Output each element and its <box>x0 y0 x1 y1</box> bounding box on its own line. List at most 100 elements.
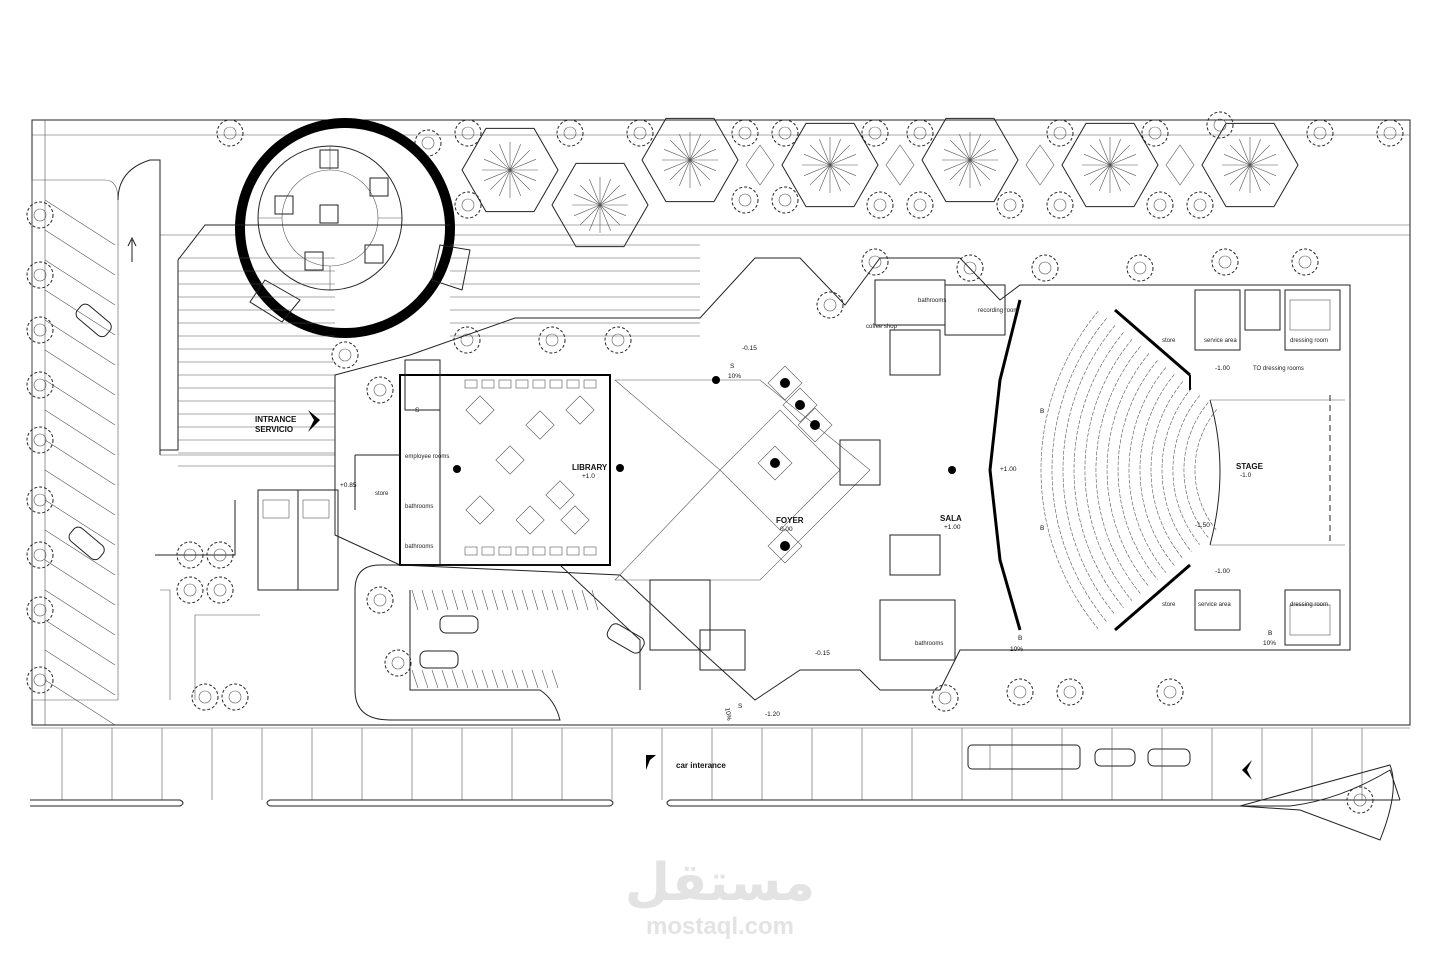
fountain-ray <box>1249 164 1277 176</box>
garden-diamond <box>885 144 915 186</box>
lounge-table <box>782 387 818 423</box>
parking-bay-line <box>44 649 116 696</box>
tree <box>1046 119 1074 147</box>
fountain-ray <box>1249 164 1271 186</box>
fountain-ray <box>1229 164 1251 186</box>
sala-row-level: +1.00 <box>1000 466 1017 473</box>
tree-core <box>1153 198 1167 212</box>
library-label: LIBRARY <box>572 463 608 472</box>
driveway <box>117 159 450 700</box>
tree-core <box>545 333 559 347</box>
tree <box>1206 111 1234 139</box>
fountain-ray <box>829 164 857 176</box>
fountain-ray <box>1109 144 1131 166</box>
tree-core <box>913 126 927 140</box>
stage-pit-level: -1.50 <box>1195 522 1210 529</box>
coffee-shop-label: coffee shop <box>866 324 898 330</box>
parking-bay-line <box>491 589 499 611</box>
sala-label: SALA <box>940 514 962 523</box>
tree-core <box>183 583 197 597</box>
tree-core <box>1383 126 1397 140</box>
fountain-ray <box>509 169 521 197</box>
fountain-ray <box>1089 164 1111 186</box>
garden-hexagon <box>1061 122 1159 208</box>
fountain-ray <box>1249 154 1277 166</box>
tree-core <box>461 198 475 212</box>
reading-table <box>465 495 495 525</box>
parking-bay-line <box>44 199 116 246</box>
bottom-right-level: -1.00 <box>1215 568 1230 575</box>
tree-core <box>228 690 242 704</box>
tree-core <box>1063 685 1077 699</box>
library-table <box>498 379 512 389</box>
parking-bay-line <box>461 589 469 611</box>
fountain-ray <box>829 164 841 192</box>
fountain-ray <box>959 159 971 187</box>
parking-bay-line <box>44 679 116 726</box>
slope-south: 10% <box>723 707 732 721</box>
tree-core <box>33 548 47 562</box>
entry-bottom-level: -0.15 <box>815 650 830 657</box>
fountain-ray <box>1109 138 1121 166</box>
seat-row <box>1128 367 1167 573</box>
seat-row <box>1172 395 1201 545</box>
tree <box>866 191 894 219</box>
tree <box>26 426 54 454</box>
parking-bay-line <box>541 589 549 611</box>
plaza-paving <box>178 244 700 467</box>
parking-bay-line <box>531 589 539 611</box>
tree-core <box>1313 126 1327 140</box>
tree <box>731 119 759 147</box>
parking-bay-line <box>411 589 419 611</box>
reading-table <box>495 445 525 475</box>
stair-mark-s1: S <box>415 407 420 414</box>
service-blocks <box>649 279 1006 671</box>
parking-bay-line <box>44 589 116 636</box>
column <box>712 376 720 384</box>
parking-bay-line <box>44 529 116 576</box>
parking-bay-line <box>421 589 429 611</box>
garden-hexagon <box>641 117 739 203</box>
entrance-label-line1: INTRANCE <box>255 415 297 424</box>
fountain-ray <box>959 133 971 161</box>
fountain-ray <box>943 159 971 171</box>
tree-core <box>823 298 837 312</box>
column <box>810 420 820 430</box>
tree-core <box>913 198 927 212</box>
tree-core <box>1163 685 1177 699</box>
tree-core <box>1038 261 1052 275</box>
parking-bay-line <box>551 589 559 611</box>
tree <box>1126 254 1154 282</box>
parking-bay-line <box>44 409 116 456</box>
fountain-ray <box>1249 144 1271 166</box>
entrance-label-line2: SERVICIO <box>255 425 293 434</box>
column <box>948 466 956 474</box>
library-table <box>566 379 580 389</box>
seat-row <box>1139 374 1175 566</box>
tree <box>626 119 654 147</box>
tree-core <box>33 433 47 447</box>
tree <box>26 201 54 229</box>
tree <box>1186 191 1214 219</box>
stair-mark-b3: B <box>1018 635 1022 642</box>
service-parking <box>257 489 339 591</box>
reading-table <box>545 480 575 510</box>
library-table <box>583 546 597 556</box>
left-level: +0.85 <box>340 482 357 489</box>
south-level: -1.20 <box>765 711 780 718</box>
tree <box>221 683 249 711</box>
fountain-ray <box>1109 164 1137 176</box>
reading-table <box>515 505 545 535</box>
tree <box>384 649 412 677</box>
parking-bay-line <box>44 289 116 336</box>
parking-bay-line <box>481 669 489 689</box>
column <box>780 541 790 551</box>
parking-bay-line <box>44 439 116 486</box>
fountain-ray <box>803 154 831 166</box>
garden-diamond <box>745 144 775 186</box>
fountain-ray <box>509 169 537 181</box>
parking-bay-line <box>501 589 509 611</box>
fountain-ray <box>689 159 701 187</box>
tree <box>906 119 934 147</box>
store-bottom-label: store <box>1162 602 1176 608</box>
